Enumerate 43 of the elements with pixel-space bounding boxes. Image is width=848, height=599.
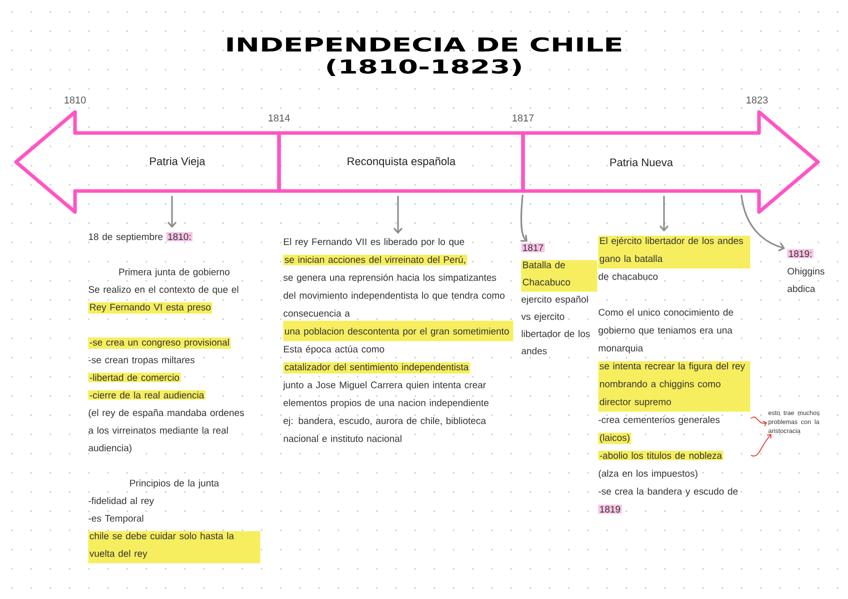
paragraph: Esta época actúa como — [284, 345, 384, 354]
highlighted-text: Rey Fernando VI esta preso — [88, 302, 212, 314]
list-item: -se crea la bandera y escudo de — [598, 488, 738, 497]
subheading: Principios de la junta — [130, 480, 220, 488]
date-text: 18 de septiembre — [88, 233, 163, 242]
highlighted-text: una poblacion descontenta por el gran sometimiento — [283, 320, 514, 342]
list-item: (alza en los impuestos) — [598, 470, 698, 479]
highlighted-list-item: -cierre de la real audiencia — [88, 390, 206, 400]
arrow — [393, 196, 403, 234]
title: INDEPENDECIA DE CHILE (1810-1823) — [227, 37, 622, 76]
arrow — [520, 194, 528, 242]
list-item: -fidelidad al rey — [88, 497, 154, 506]
arrow — [740, 194, 786, 252]
arrow — [659, 196, 669, 232]
timeline-segment: Reconquista española — [277, 131, 525, 193]
highlighted-date: 1819: — [787, 249, 814, 258]
highlighted-date: 1810: — [166, 232, 192, 242]
list-item: -se crean tropas miltares — [88, 356, 194, 366]
arrow — [167, 196, 177, 228]
list-item: -crea cementerios generales — [598, 416, 720, 425]
paragraph: ejercito español vs ejercito libertador de los andes — [521, 296, 590, 354]
paragraph: de chacabuco — [598, 272, 658, 280]
highlighted-list-item: -libertad de comercio — [88, 372, 181, 382]
year-label: 1814 — [268, 114, 290, 122]
highlighted-list-item: -abolio los titulos de nobleza — [598, 450, 724, 460]
list-item: -es Temporal — [88, 514, 144, 524]
year-label: 1817 — [512, 114, 534, 122]
paragraph: El rey Fernando VII es liberado por lo que — [284, 238, 464, 247]
highlighted-text: (laicos) — [598, 432, 632, 444]
paragraph: ej: bandera, escudo, aurora de chile, biblioteca nacional e instituto nacional — [284, 417, 486, 442]
paragraph: (el rey de españa mandaba ordenes a los virreinatos mediante la real audiencia) — [88, 409, 244, 454]
arrow — [750, 416, 768, 427]
arrow — [750, 434, 772, 456]
highlighted-text: catalizador del sentimiento independentista — [283, 362, 470, 374]
highlighted-date: 1819 — [598, 504, 622, 514]
highlighted-list-item: -se crea un congreso provisional — [88, 338, 231, 349]
paragraph: Ohiggins abdica — [788, 268, 824, 292]
highlighted-text: chile se debe cuidar solo hasta la vuelta del rey — [88, 531, 260, 564]
highlighted-text: se intenta recrear la figura del rey nombrando a chiggins como director supremo — [598, 361, 750, 412]
highlighted-text: se inician acciones del virreinato del Perú, — [283, 254, 468, 266]
highlighted-date: 1817 — [521, 243, 545, 252]
subheading: Primera junta de gobierno — [119, 268, 230, 278]
paragraph: Se realizo en el contexto de que el — [88, 286, 238, 295]
